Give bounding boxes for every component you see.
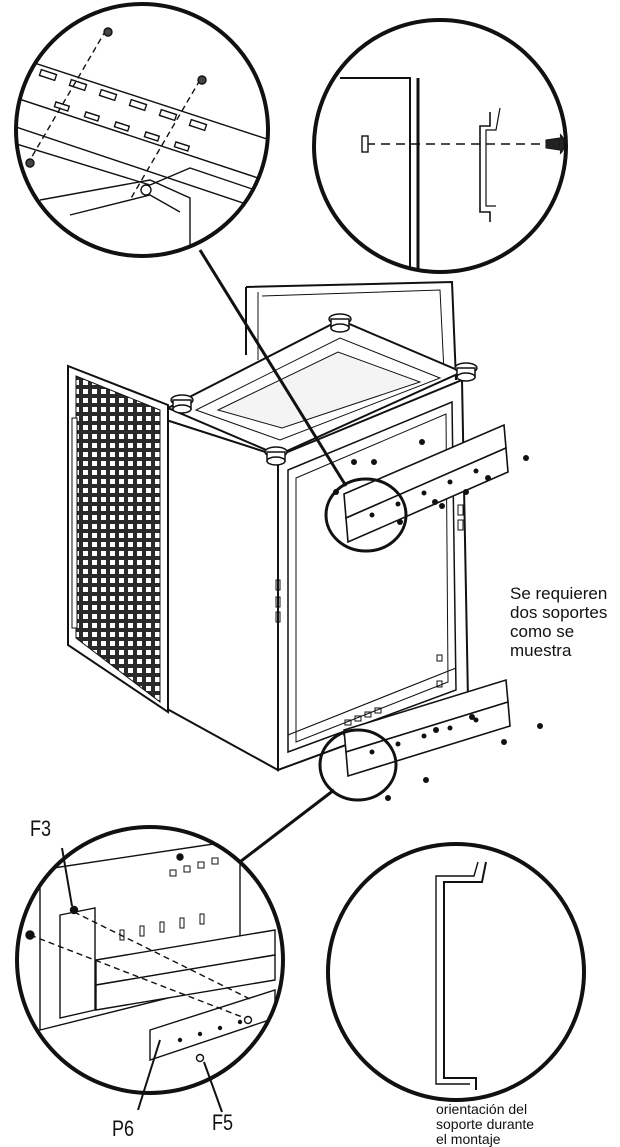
- leader-line-top: [198, 249, 348, 487]
- callout-f3: F3: [30, 816, 52, 841]
- callout-ring-lower: [318, 728, 398, 802]
- detail-circle-top-left: [14, 2, 270, 258]
- lower-bracket: [343, 678, 543, 801]
- detail-circle-top-right: [312, 18, 568, 274]
- note-line: el montaje: [436, 1131, 501, 1147]
- detail-circle-bottom-left: [15, 825, 285, 1113]
- note-line: como se: [510, 622, 575, 641]
- cabinet: [159, 280, 470, 772]
- detail-circle-bottom-right: [326, 842, 586, 1102]
- note-line: dos soportes: [510, 603, 608, 622]
- note-two-brackets: Se requieren dos soportes como se muestr…: [510, 584, 607, 660]
- note-line: muestra: [510, 641, 572, 660]
- perforated-door: [67, 364, 169, 714]
- note-orientation: orientación del soporte durante el monta…: [436, 1102, 534, 1147]
- note-line: soporte durante: [436, 1116, 535, 1132]
- note-line: orientación del: [436, 1101, 528, 1117]
- callout-f5: F5: [212, 1110, 234, 1135]
- leader-line-bottom: [231, 788, 335, 870]
- callout-ring-upper: [324, 477, 408, 553]
- upper-bracket: [343, 423, 529, 544]
- leveling-feet: [170, 313, 478, 466]
- note-line: Se requieren: [510, 584, 608, 603]
- callout-p6: P6: [112, 1116, 135, 1141]
